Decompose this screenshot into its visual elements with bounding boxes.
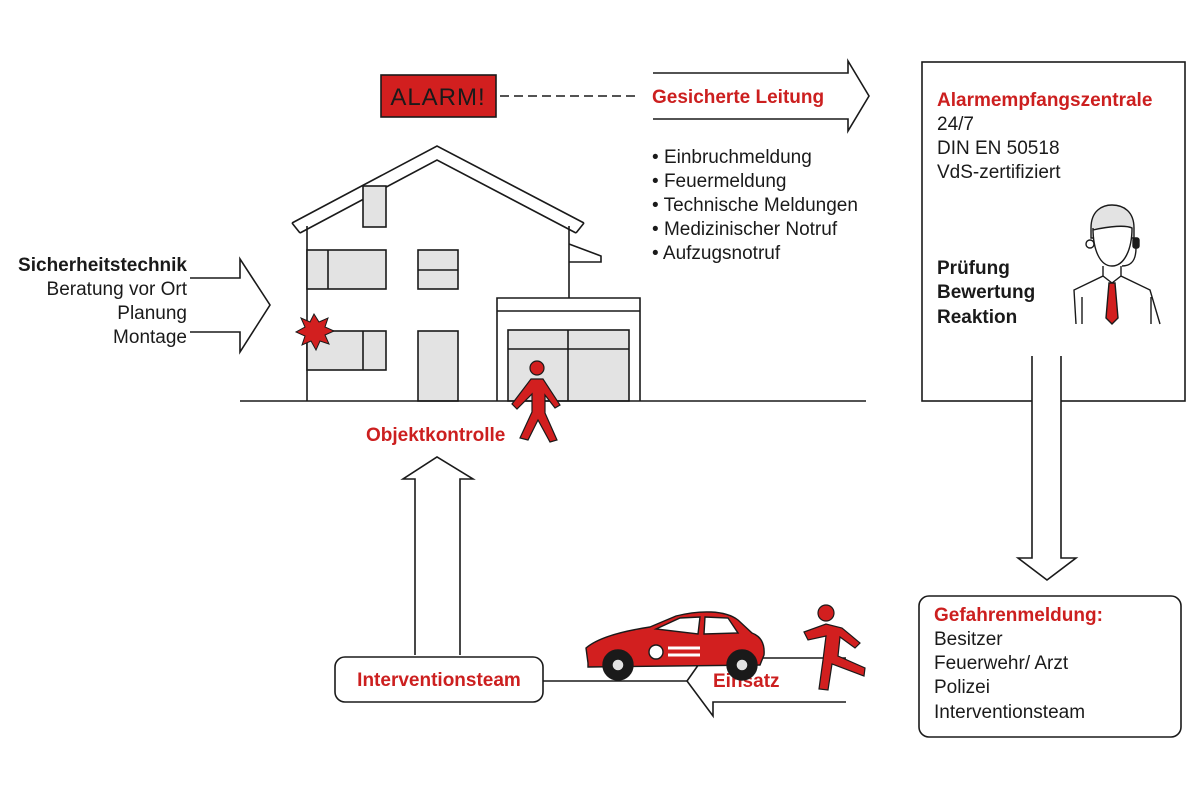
message-item: • Aufzugsnotruf: [652, 243, 781, 264]
alarm-center-line: 24/7: [937, 114, 974, 135]
object-control-label: Objektkontrolle: [366, 425, 505, 446]
intervention-team-box: [334, 656, 544, 703]
security-tech-item: Planung: [117, 303, 187, 324]
patrol-car-icon: [585, 611, 765, 681]
message-item: • Medizinischer Notruf: [652, 219, 838, 240]
headset-operator-icon: [1073, 204, 1161, 325]
walking-person-icon: [511, 360, 561, 443]
security-tech-item: Beratung vor Ort: [47, 279, 188, 300]
object-control-up-arrow: [400, 456, 476, 655]
security-tech-title: Sicherheitstechnik: [18, 255, 187, 276]
danger-report-panel: [918, 595, 1182, 738]
alarm-center-line: VdS-zertifiziert: [937, 162, 1061, 183]
alarm-center-title: Alarmempfangszentrale: [937, 90, 1152, 111]
intervention-team-label: Interventionsteam: [357, 670, 521, 691]
message-item: • Einbruchmeldung: [652, 147, 812, 168]
alarm-center-step: Bewertung: [937, 282, 1035, 303]
message-list: • Einbruchmeldung • Feuermeldung • Techn…: [652, 147, 858, 264]
alarm-center-panel: [921, 61, 1186, 402]
house-icon: [291, 145, 641, 402]
message-item: • Feuermeldung: [652, 171, 786, 192]
alarm-center-line: DIN EN 50518: [937, 138, 1060, 159]
alarm-center-step: Prüfung: [937, 258, 1010, 279]
secured-line-arrow: [653, 58, 870, 134]
danger-report-recipient: Polizei: [934, 677, 990, 698]
alarm-label: ALARM!: [390, 84, 485, 111]
danger-report-recipient: Interventionsteam: [934, 702, 1085, 723]
security-tech-block: Sicherheitstechnik Beratung vor Ort Plan…: [18, 255, 188, 348]
danger-report-title: Gefahrenmeldung:: [934, 605, 1103, 626]
secured-line-label: Gesicherte Leitung: [652, 87, 824, 108]
danger-report-recipient: Feuerwehr/ Arzt: [934, 653, 1069, 674]
alarm-badge: [380, 74, 497, 118]
center-down-arrow: [1015, 356, 1079, 582]
security-tech-arrow: [190, 256, 271, 355]
alarm-burst-icon: [294, 312, 336, 352]
alarm-center-step: Reaktion: [937, 307, 1017, 328]
danger-report-recipient: Besitzer: [934, 629, 1003, 650]
running-person-icon: [803, 604, 866, 691]
deployment-label: Einsatz: [713, 671, 780, 692]
security-tech-item: Montage: [113, 327, 187, 348]
message-item: • Technische Meldungen: [652, 195, 858, 216]
